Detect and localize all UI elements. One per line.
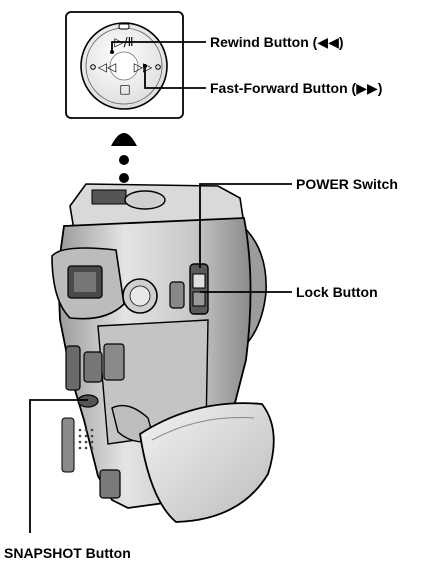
control-dial: ▷/Ⅱ ◁◁ ▷▷ □: [81, 23, 167, 109]
snapshot-button: [78, 395, 98, 407]
fast-forward-button-label: Fast-Forward Button (▶▶): [210, 80, 382, 96]
rewind-button-label: Rewind Button (◀◀): [210, 34, 344, 50]
inset-panel: ▷/Ⅱ ◁◁ ▷▷ □: [66, 12, 183, 118]
stop-icon: □: [119, 82, 130, 96]
rewind-icon: ◁◁: [97, 60, 116, 74]
snapshot-button-label: SNAPSHOT Button: [4, 545, 131, 561]
lock-button-label: Lock Button: [296, 284, 378, 300]
viewfinder: [52, 248, 124, 319]
inset-pointer: [111, 133, 137, 183]
power-switch-label: POWER Switch: [296, 176, 398, 192]
